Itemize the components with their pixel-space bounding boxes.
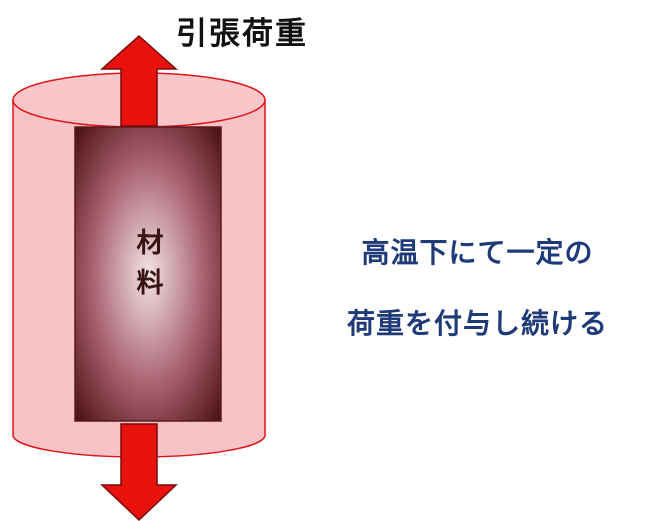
caption-line-1: 高温下にて一定の (361, 236, 594, 269)
material-specimen (74, 126, 222, 422)
material-label-char-1: 材 (136, 228, 164, 259)
material-label-char-2: 料 (136, 268, 164, 299)
caption-line-2: 荷重を付与し続ける (346, 307, 608, 340)
arrow-up-icon (100, 34, 178, 127)
tensile-load-label: 引張荷重 (176, 16, 308, 52)
material-label: 材 料 (127, 224, 173, 304)
arrow-down-icon (100, 423, 178, 521)
